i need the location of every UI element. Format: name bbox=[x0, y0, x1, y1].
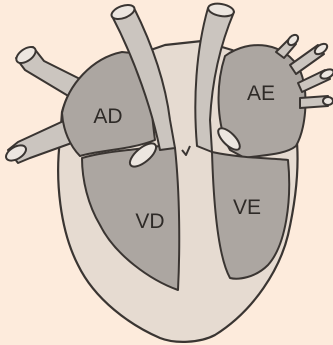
label-left-atrium: AE bbox=[247, 82, 275, 105]
label-left-ventricle: VE bbox=[233, 196, 261, 219]
label-right-ventricle: VD bbox=[135, 210, 164, 233]
pulmonary-vein-4-opening bbox=[323, 97, 333, 105]
pulmonary-vein-2-opening bbox=[313, 42, 329, 57]
label-right-atrium: AD bbox=[93, 105, 122, 128]
